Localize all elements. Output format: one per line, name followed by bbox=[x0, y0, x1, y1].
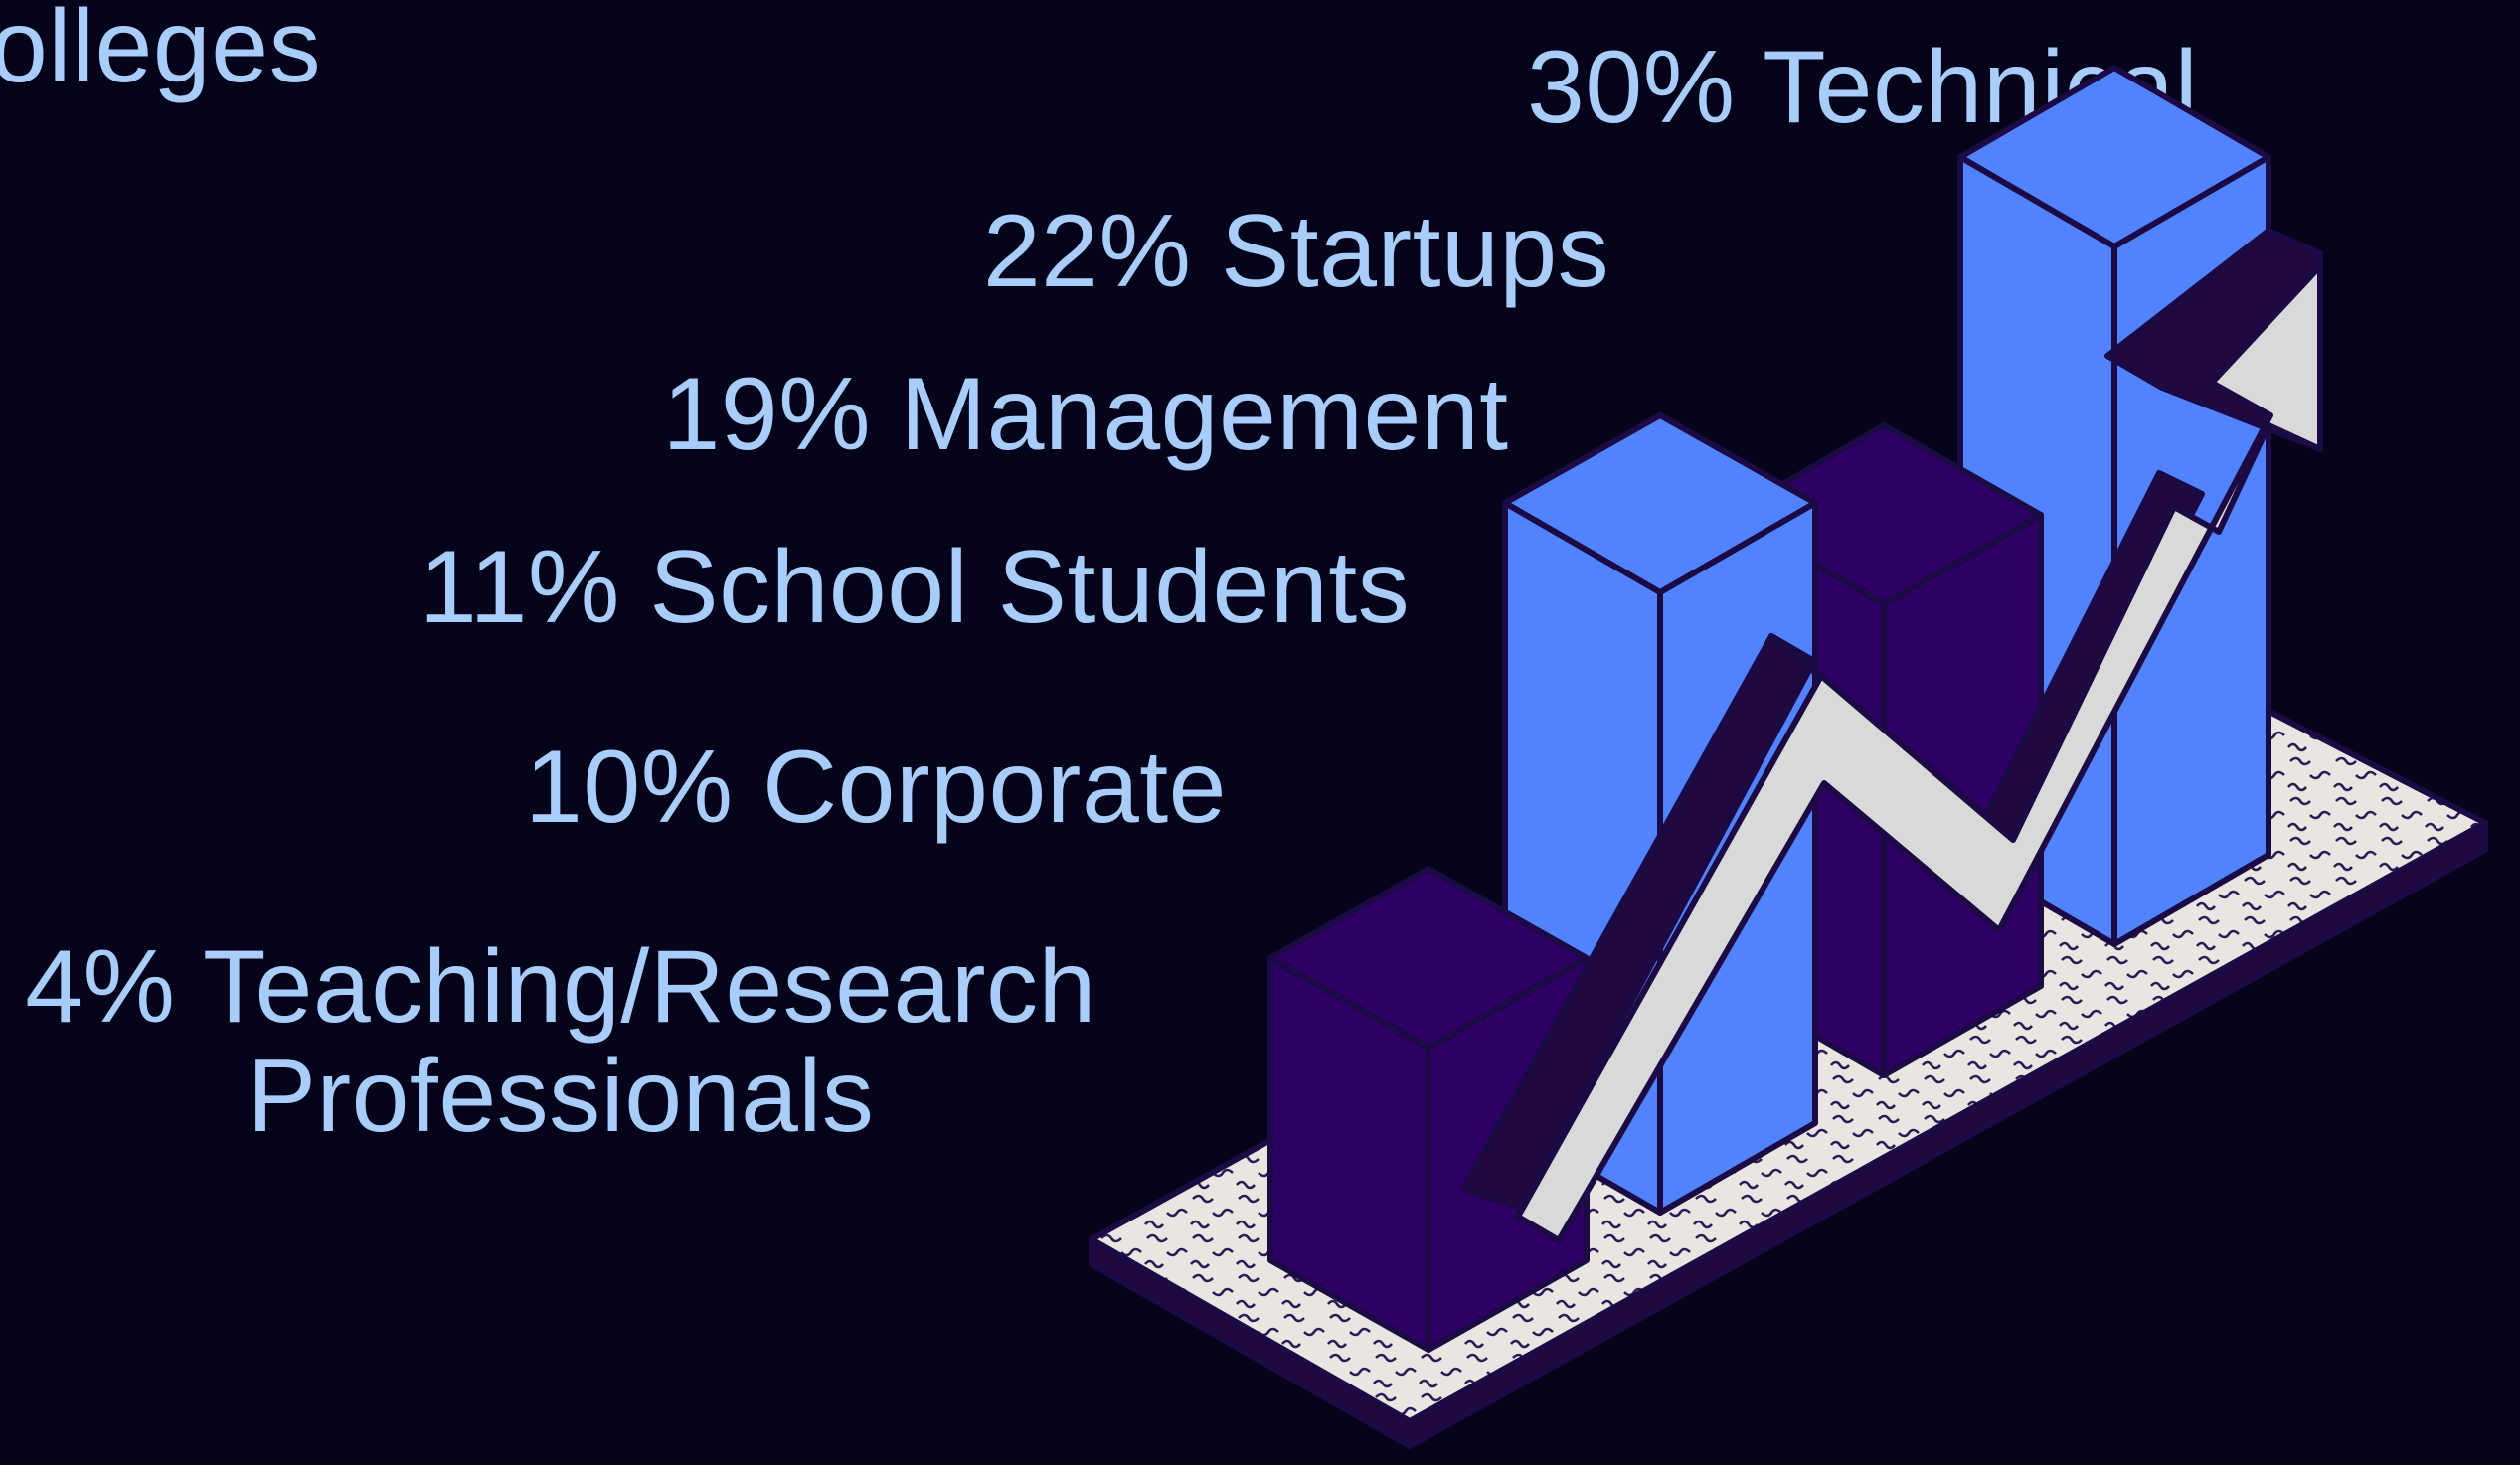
bar-1-right bbox=[1426, 955, 1590, 1353]
stat-teaching-research-line2: Professionals bbox=[247, 1039, 875, 1155]
stat-technical-label: Technical bbox=[1763, 30, 2199, 145]
stat-teaching-research-label: Teaching/Research bbox=[203, 929, 1096, 1045]
platform-side bbox=[1089, 820, 2488, 1449]
stat-management-label: Management bbox=[900, 357, 1509, 472]
bar-2-right bbox=[1657, 500, 1818, 1216]
arrow-shadow-right bbox=[1983, 470, 2205, 856]
stat-school-students-percent: 11% bbox=[419, 530, 620, 645]
platform-top bbox=[1089, 648, 2488, 1424]
stat-corporate-label: Corporate bbox=[762, 730, 1228, 845]
bar-4-left bbox=[1957, 154, 2117, 947]
stat-startups-percent: 22% bbox=[982, 194, 1192, 309]
stat-school-students: 11% School Students bbox=[420, 533, 1410, 642]
stat-school-students-label: School Students bbox=[649, 530, 1411, 645]
colleges-heading-fragment: olleges bbox=[0, 0, 322, 104]
stat-startups-label: Startups bbox=[1220, 194, 1610, 309]
bar-1-left bbox=[1267, 955, 1431, 1353]
arrow-head-shadow bbox=[2104, 228, 2323, 452]
bar-2-top bbox=[1502, 412, 1818, 595]
stat-teaching-research-percent: 4% bbox=[25, 929, 176, 1045]
stat-teaching-research-line1: 4% Teaching/Research bbox=[25, 932, 1096, 1042]
stat-teaching-research: 4% Teaching/Research Professionals bbox=[25, 932, 1096, 1155]
stat-corporate: 10% Corporate bbox=[525, 732, 1227, 842]
bar-3-top bbox=[1727, 422, 2044, 607]
bar-2-left bbox=[1502, 500, 1663, 1216]
rising-arrow bbox=[1515, 263, 2323, 1243]
stat-startups: 22% Startups bbox=[983, 197, 1609, 306]
bar-1-top bbox=[1267, 866, 1590, 1051]
stat-management-percent: 19% bbox=[662, 357, 872, 472]
stat-technical: 30% Technical bbox=[1527, 33, 2198, 142]
bar-4-right bbox=[2111, 154, 2271, 947]
bar-3-left bbox=[1727, 512, 1887, 1078]
arrow-shadow-mid bbox=[1768, 633, 2016, 843]
bar-3-right bbox=[1881, 512, 2044, 1078]
stat-corporate-percent: 10% bbox=[524, 730, 734, 845]
stat-technical-percent: 30% bbox=[1527, 30, 1736, 145]
arrow-shadow bbox=[1460, 633, 1817, 1211]
stat-management: 19% Management bbox=[662, 360, 1508, 469]
